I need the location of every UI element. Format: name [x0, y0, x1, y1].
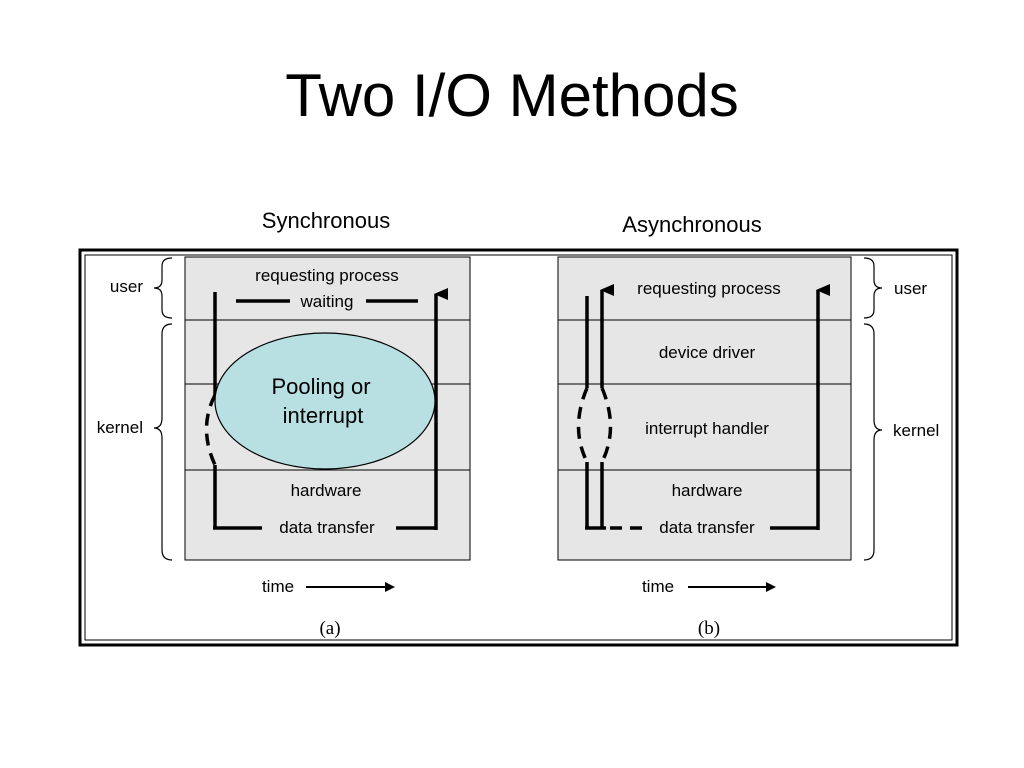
- async-heading: Asynchronous: [622, 212, 762, 237]
- async-caption: (b): [698, 618, 720, 639]
- async-requesting-process: requesting process: [637, 279, 781, 298]
- sync-ellipse-line2: interrupt: [283, 403, 364, 428]
- sync-user-brace: [153, 257, 173, 319]
- slide-title: Two I/O Methods: [285, 62, 739, 129]
- sync-hardware: hardware: [291, 481, 362, 500]
- sync-dashed-arc: [204, 394, 217, 466]
- sync-ellipse-line1: Pooling or: [271, 374, 370, 399]
- sync-kernel-brace: [153, 323, 173, 561]
- sync-data-transfer: data transfer: [279, 518, 375, 537]
- async-data-transfer: data transfer: [659, 518, 755, 537]
- sync-time-label: time: [262, 577, 294, 596]
- sync-kernel-label: kernel: [97, 418, 143, 437]
- async-user-label: user: [894, 279, 927, 298]
- async-hardware: hardware: [672, 481, 743, 500]
- async-kernel-label: kernel: [893, 421, 939, 440]
- sync-heading: Synchronous: [261, 208, 391, 233]
- panel-asynchronous: user kernel requesting process device dr…: [557, 256, 939, 639]
- inner-frame: [84, 254, 953, 641]
- sync-user-label: user: [110, 277, 143, 296]
- async-user-brace: [863, 257, 883, 319]
- sync-polling-ellipse: [214, 332, 436, 470]
- async-time-label: time: [642, 577, 674, 596]
- async-dashed-arc-left: [576, 387, 589, 463]
- sync-waiting: waiting: [300, 292, 354, 311]
- sync-caption: (a): [319, 618, 340, 639]
- async-device-driver: device driver: [659, 343, 756, 362]
- panel-synchronous: user kernel requesting process waiting P…: [97, 256, 471, 639]
- async-dashed-arc-right: [600, 387, 613, 463]
- async-interrupt-handler: interrupt handler: [645, 419, 769, 438]
- outer-frame: [78, 248, 959, 647]
- async-kernel-brace: [863, 323, 883, 561]
- sync-requesting-process: requesting process: [255, 266, 399, 285]
